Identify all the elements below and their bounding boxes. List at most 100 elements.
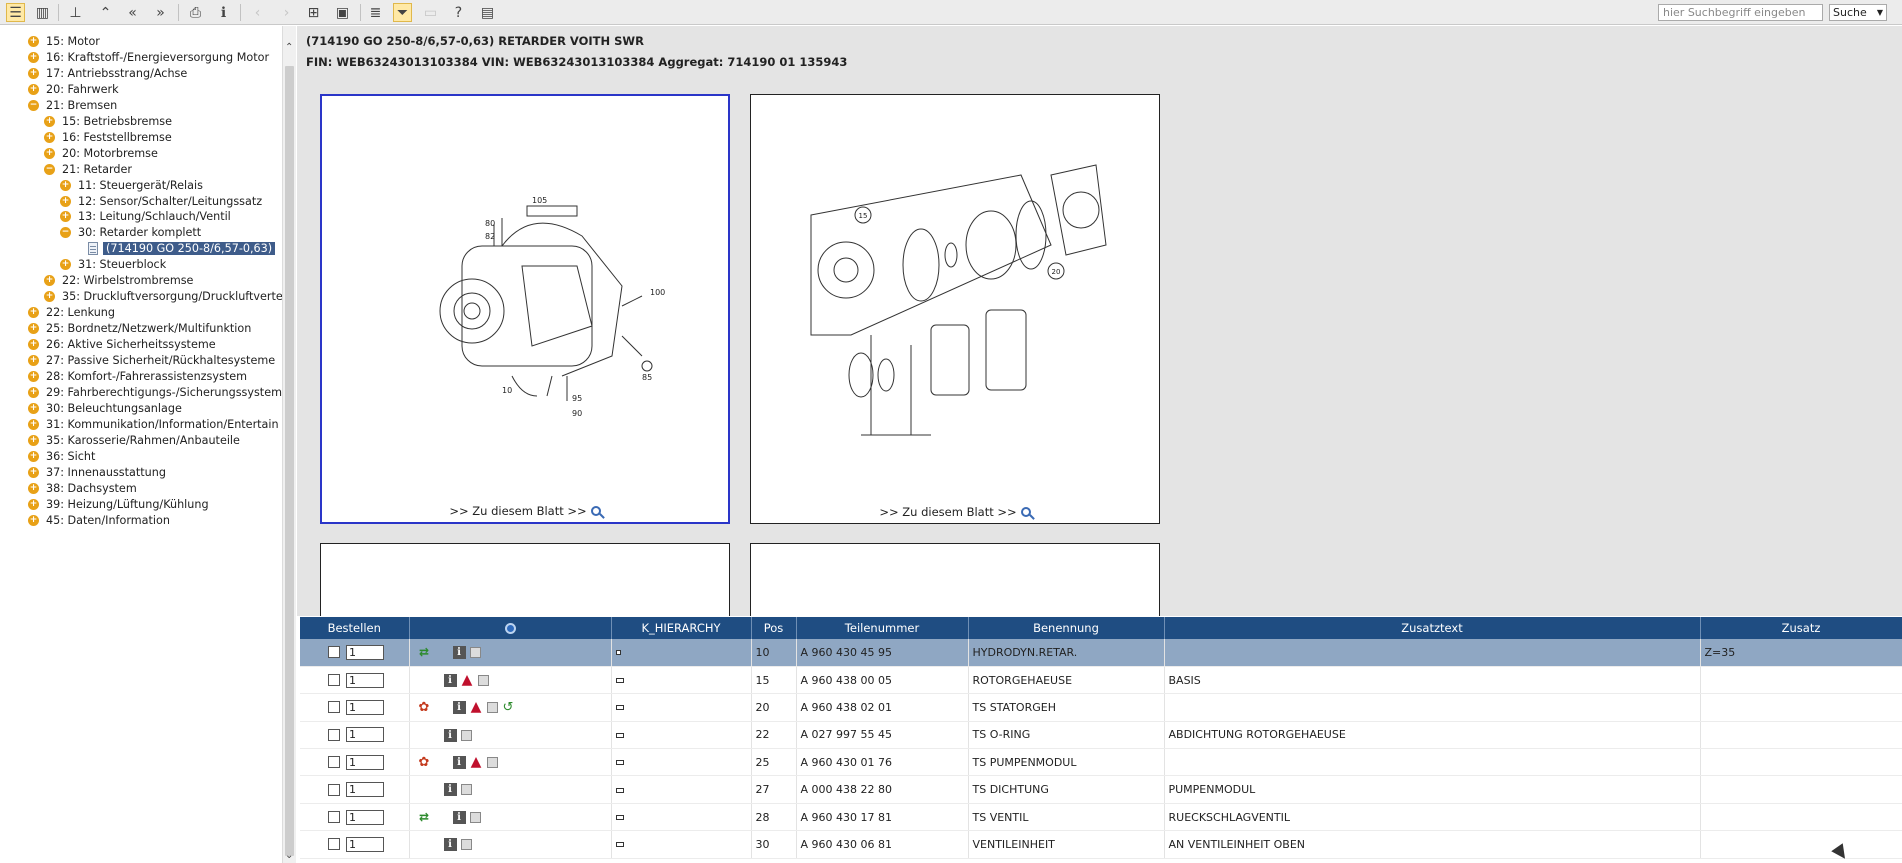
replacement-icon[interactable]: ⇄ — [418, 645, 430, 660]
info-icon[interactable]: i — [443, 783, 457, 797]
col-bestellen[interactable]: Bestellen — [300, 617, 410, 639]
order-checkbox[interactable] — [328, 811, 340, 824]
col-search[interactable] — [409, 617, 612, 639]
order-checkbox[interactable] — [328, 783, 340, 796]
filter-icon[interactable]: ⏷ — [393, 3, 412, 22]
expand-icon[interactable]: + — [60, 259, 71, 271]
magnifier-icon[interactable] — [1020, 507, 1031, 517]
info-icon[interactable]: i — [443, 838, 457, 852]
tree-item[interactable]: +12: Sensor/Schalter/Leitungssatz — [60, 194, 262, 209]
calculator-icon[interactable]: ▤ — [480, 4, 495, 21]
col-hierarchy[interactable]: K_HIERARCHY — [611, 617, 752, 639]
quantity-input[interactable]: 1 — [346, 699, 384, 715]
search-icon[interactable] — [504, 623, 516, 634]
tree-item[interactable]: +35: Karosserie/Rahmen/Anbauteile — [28, 433, 240, 448]
tree-view-icon[interactable]: ☰ — [6, 3, 25, 22]
part-box-icon[interactable] — [477, 674, 489, 686]
search-select[interactable]: Suche ▼ — [1829, 4, 1887, 21]
tree-item[interactable]: +16: Kraftstoff-/Energieversorgung Motor — [28, 50, 269, 65]
expand-icon[interactable]: + — [44, 147, 55, 159]
image-view-icon[interactable]: ▣ — [335, 4, 350, 21]
quantity-input[interactable]: 1 — [346, 727, 384, 743]
col-zusatztext[interactable]: Zusatztext — [1164, 617, 1701, 639]
tree-item[interactable]: +15: Motor — [28, 34, 100, 49]
col-pos[interactable]: Pos — [751, 617, 797, 639]
ad-icon[interactable]: ▭ — [423, 4, 438, 21]
collapse-icon[interactable]: − — [60, 227, 71, 239]
grid-view-icon[interactable]: ⊞ — [307, 4, 320, 21]
tree-item[interactable]: +13: Leitung/Schlauch/Ventil — [60, 209, 231, 224]
warning-icon[interactable]: ▲ — [470, 754, 482, 770]
tree-item[interactable]: +31: Kommunikation/Information/Entertain — [28, 417, 279, 432]
expand-icon[interactable]: + — [44, 275, 55, 287]
part-box-icon[interactable] — [460, 784, 472, 796]
scroll-up-icon[interactable]: ⌃ — [285, 42, 294, 53]
quantity-input[interactable]: 1 — [346, 754, 384, 770]
scroll-down-icon[interactable]: ⌄ — [285, 850, 294, 861]
expand-icon[interactable]: + — [28, 323, 39, 335]
expand-icon[interactable]: + — [28, 370, 39, 382]
sheet-thumbnail-1[interactable]: 105 80 82 100 85 10 95 90 >> Zu diesem B… — [320, 94, 730, 524]
tree-item[interactable]: +27: Passive Sicherheit/Rückhaltesysteme — [28, 353, 275, 368]
warning-icon[interactable]: ▲ — [461, 671, 473, 688]
expand-icon[interactable]: + — [28, 51, 39, 63]
sheet-thumbnail-4[interactable] — [750, 543, 1160, 616]
tree-item[interactable]: +26: Aktive Sicherheitssysteme — [28, 337, 216, 352]
order-checkbox[interactable] — [328, 674, 340, 687]
tree-item[interactable]: +17: Antriebsstrang/Achse — [28, 66, 187, 81]
quantity-input[interactable]: 1 — [346, 672, 384, 688]
replacement-icon[interactable]: ⇄ — [418, 809, 430, 824]
expand-icon[interactable]: + — [28, 434, 39, 446]
tree-item[interactable]: +22: Lenkung — [28, 305, 115, 320]
magnifier-icon[interactable] — [590, 506, 601, 516]
tree-item[interactable]: +29: Fahrberechtigungs-/Sicherungssystem — [28, 385, 282, 400]
expand-icon[interactable]: + — [28, 418, 39, 430]
info-icon[interactable]: ℹ — [220, 4, 227, 21]
sheet-thumbnail-3[interactable] — [320, 543, 730, 616]
tree-item[interactable]: +30: Beleuchtungsanlage — [28, 401, 182, 416]
expand-icon[interactable]: + — [28, 450, 39, 462]
expand-icon[interactable]: + — [28, 498, 39, 510]
tree-item[interactable]: (714190 GO 250-8/6,57-0,63) — [88, 241, 276, 256]
quantity-input[interactable]: 1 — [346, 644, 384, 660]
help-icon[interactable]: ? — [454, 4, 463, 21]
quantity-input[interactable]: 1 — [346, 836, 384, 852]
order-checkbox[interactable] — [328, 701, 340, 714]
collapse-icon[interactable]: − — [28, 99, 39, 111]
expand-icon[interactable]: + — [28, 482, 39, 494]
tree-item[interactable]: +11: Steuergerät/Relais — [60, 178, 203, 193]
open-sheet-link[interactable]: >> Zu diesem Blatt >> — [322, 504, 728, 518]
expand-icon[interactable]: + — [44, 115, 55, 127]
col-teilenummer[interactable]: Teilenummer — [796, 617, 969, 639]
back-icon[interactable]: ‹ — [254, 4, 261, 21]
quantity-input[interactable]: 1 — [346, 809, 384, 825]
tree-item[interactable]: +36: Sicht — [28, 449, 95, 464]
expand-icon[interactable]: + — [28, 307, 39, 319]
info-icon[interactable]: i — [443, 728, 457, 742]
info-icon[interactable]: i — [452, 756, 466, 769]
tree-item[interactable]: +20: Fahrwerk — [28, 82, 119, 97]
expand-icon[interactable]: + — [28, 339, 39, 351]
col-zusatz[interactable]: Zusatz — [1700, 617, 1902, 639]
order-checkbox[interactable] — [328, 728, 340, 741]
part-box-icon[interactable] — [486, 702, 498, 714]
open-sheet-link[interactable]: >> Zu diesem Blatt >> — [751, 505, 1159, 519]
part-box-icon[interactable] — [460, 839, 472, 851]
expand-icon[interactable]: + — [28, 355, 39, 366]
part-box-icon[interactable] — [460, 729, 472, 741]
col-benennung[interactable]: Benennung — [968, 617, 1165, 639]
expand-icon[interactable]: + — [60, 179, 71, 191]
tree-item[interactable]: +39: Heizung/Lüftung/Kühlung — [28, 497, 209, 512]
expand-icon[interactable]: + — [28, 386, 39, 398]
tree-item[interactable]: −21: Bremsen — [28, 98, 117, 113]
hierarchy-icon[interactable]: ⊥ — [69, 4, 82, 21]
tree-item[interactable]: +28: Komfort-/Fahrerassistenzsystem — [28, 369, 247, 384]
tree-item[interactable]: +38: Dachsystem — [28, 481, 137, 496]
list-icon[interactable]: ≣ — [369, 4, 382, 21]
